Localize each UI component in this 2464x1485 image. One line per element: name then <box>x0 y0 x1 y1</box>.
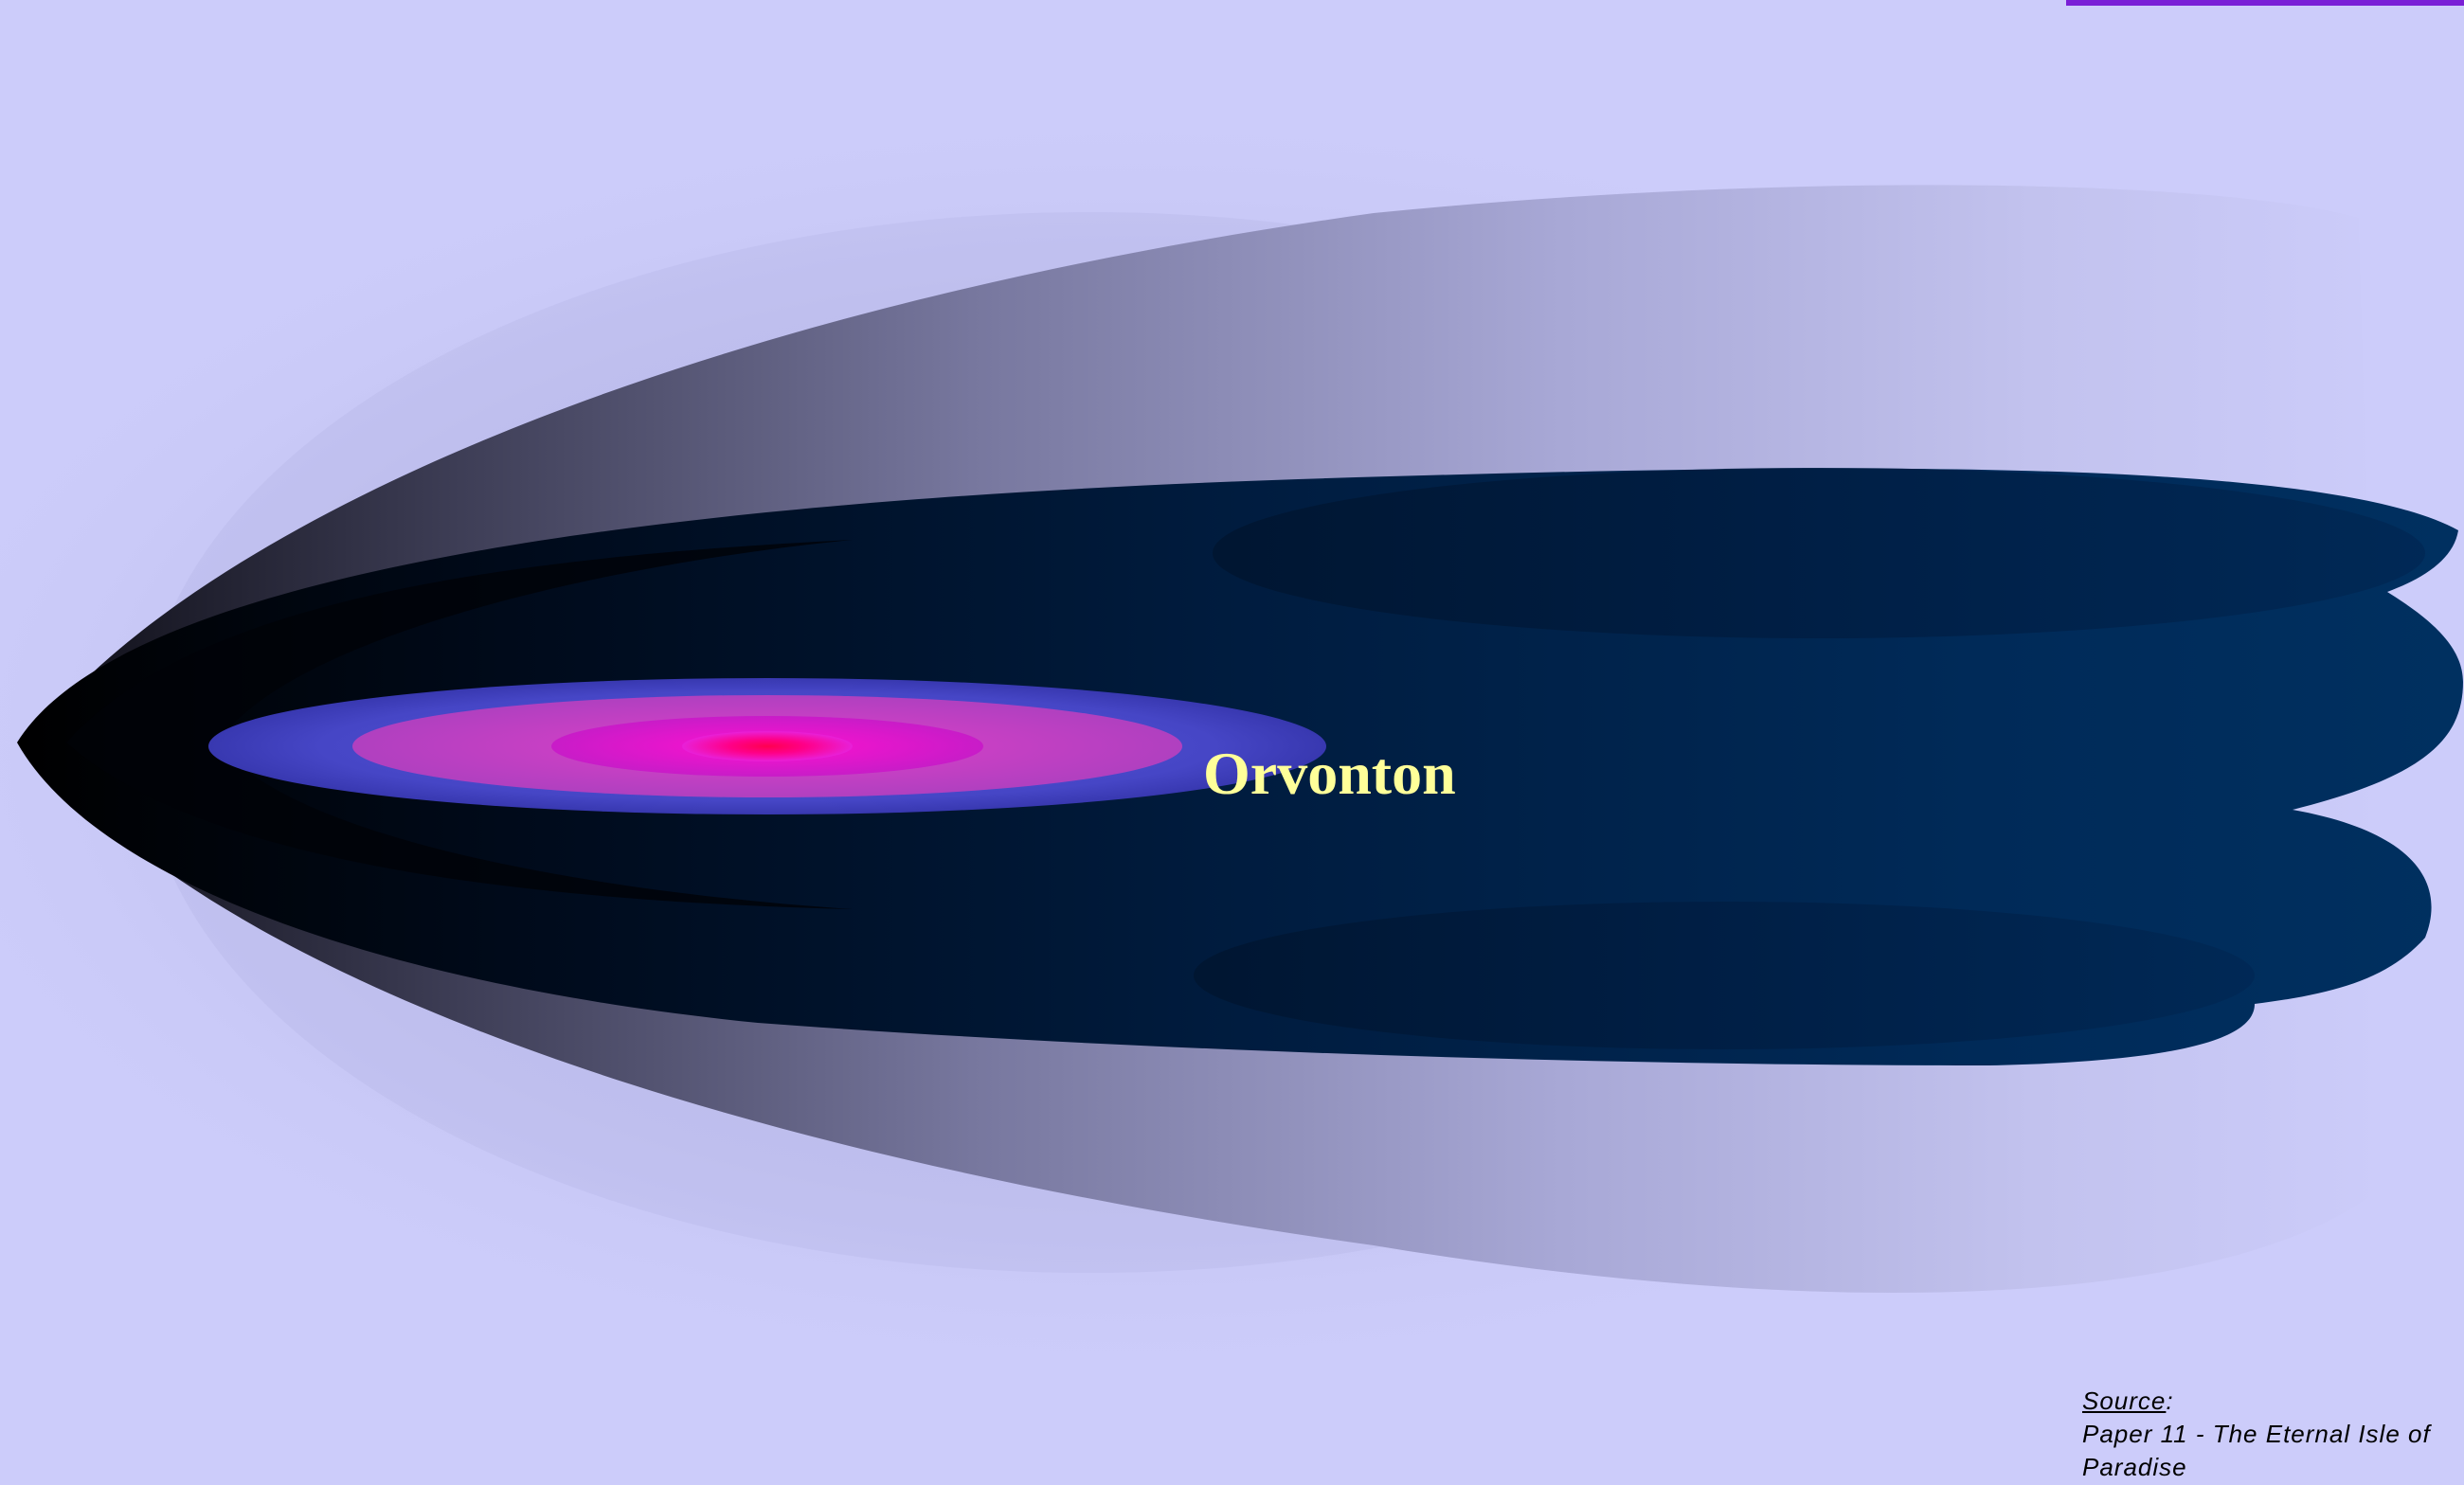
lower-lobe <box>1194 902 2255 1049</box>
orvonton-core <box>682 731 853 761</box>
source-heading-colon: : <box>2166 1387 2174 1415</box>
orvonton-label: Orvonton <box>1203 740 1456 807</box>
accent-bar <box>2066 0 2464 6</box>
upper-lobe <box>1213 468 2425 638</box>
inner-crescent <box>66 540 853 909</box>
source-heading-line: Source: <box>2082 1385 2461 1418</box>
source-citation: Source: Paper 11 - The Eternal Isle of P… <box>2082 1385 2461 1484</box>
source-line-1: Paper 11 - The Eternal Isle of <box>2082 1420 2431 1448</box>
source-heading: Source <box>2082 1387 2167 1415</box>
source-line-2: Paradise <box>2082 1453 2187 1481</box>
